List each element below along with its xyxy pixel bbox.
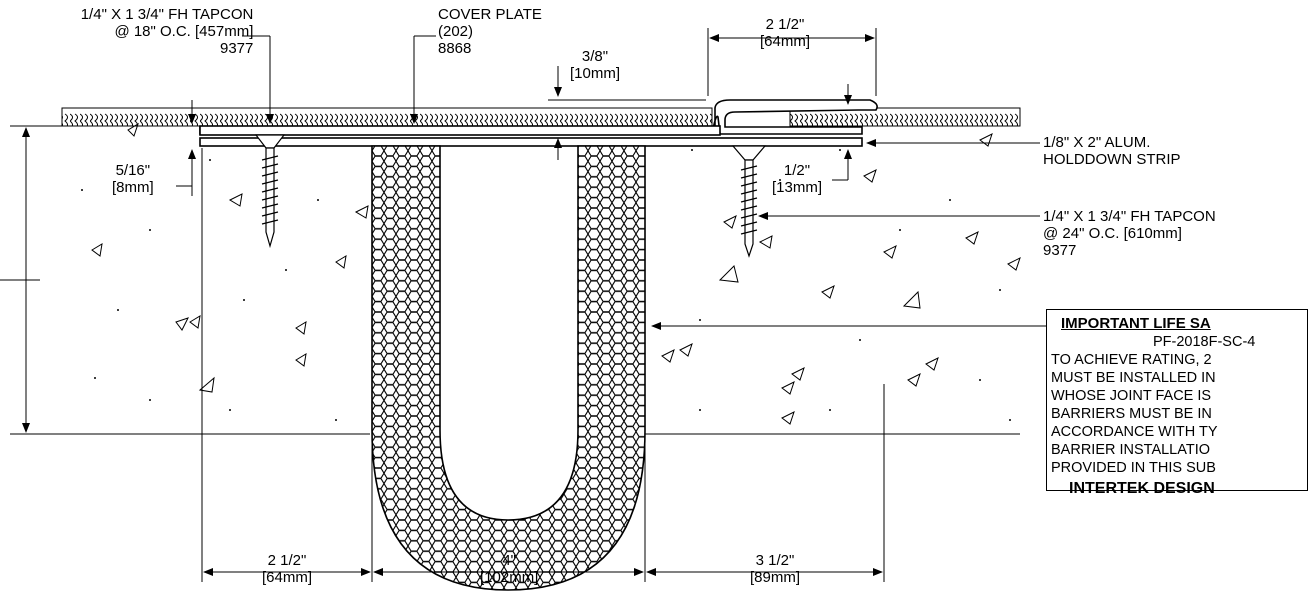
cover-plate-line-1: COVER PLATE [438,6,542,23]
cover-plate-bar [199,125,721,136]
dim-3-1-2-metric: [89mm] [750,569,801,586]
concrete-specks [81,149,1011,421]
note-line-2: TO ACHIEVE RATING, 2 [1051,352,1212,368]
tapcon-left-line-3: 9377 [220,40,254,57]
tapcon-screw-right [731,145,767,258]
dim-4-label: 4" [102mm] [480,552,538,586]
dim-2-1-2-top-imperial: 2 1/2" [765,16,805,33]
note-line-5: BARRIERS MUST BE IN [1051,406,1212,422]
note-line-6: ACCORDANCE WITH TY [1051,424,1218,440]
dim-3-1-2-label: 3 1/2" [89mm] [750,552,800,586]
dim-1-2-imperial: 1/2" [783,162,811,179]
note-footer: INTERTEK DESIGN [1069,480,1215,497]
tapcon-left-label: 1/4" X 1 3/4" FH TAPCON @ 18" O.C. [457m… [52,6,254,57]
dim-3-1-2-imperial: 3 1/2" [755,552,795,569]
dim-4-metric: [102mm] [480,569,539,586]
dim-3-8-label: 3/8" [10mm] [570,48,620,82]
holddown-line-2: HOLDDOWN STRIP [1043,151,1181,168]
note-line-8: PROVIDED IN THIS SUB [1051,460,1216,476]
dim-2-1-2-top-metric: [64mm] [760,33,811,50]
cover-plate-line-3: 8868 [438,40,472,57]
dim-2-1-2-bottom-imperial: 2 1/2" [267,552,307,569]
dim-1-2-metric: [13mm] [772,179,823,196]
dim-1-2-label: 1/2" [13mm] [772,162,822,196]
fire-barrier-u [371,145,646,591]
floor-finish-left [61,107,713,127]
dim-5-16-imperial: 5/16" [115,162,151,179]
tapcon-right-line-1: 1/4" X 1 3/4" FH TAPCON [1043,208,1216,225]
holddown-strip [199,137,863,147]
dim-5-16-label: 5/16" [8mm] [112,162,154,196]
floor-finish-right [789,107,1021,127]
tapcon-right-label: 1/4" X 1 3/4" FH TAPCON @ 24" O.C. [610m… [1043,208,1216,259]
tapcon-right-line-2: @ 24" O.C. [610mm] [1043,225,1182,242]
holddown-line-1: 1/8" X 2" ALUM. [1043,134,1151,151]
note-title: IMPORTANT LIFE SA [1061,315,1211,332]
concrete-slab-left [60,125,370,435]
dimension-lines [0,28,1046,582]
note-line-4: WHOSE JOINT FACE IS [1051,388,1212,404]
dim-5-16-metric: [8mm] [112,179,154,196]
dim-2-1-2-top-label: 2 1/2" [64mm] [760,16,810,50]
note-line-7: BARRIER INSTALLATIO [1051,442,1210,458]
tapcon-left-line-1: 1/4" X 1 3/4" FH TAPCON [80,6,254,23]
note-line-3: MUST BE INSTALLED IN [1051,370,1216,386]
note-line-1: PF-2018F-SC-4 [1153,334,1256,350]
dim-2-1-2-bottom-metric: [64mm] [262,569,313,586]
holddown-strip-label: 1/8" X 2" ALUM. HOLDDOWN STRIP [1043,134,1181,168]
dim-3-8-imperial: 3/8" [581,48,609,65]
cover-plate-line-2: (202) [438,23,474,40]
cover-plate-label: COVER PLATE (202) 8868 [438,6,542,57]
joint-section-drawing [0,28,1046,591]
tapcon-screw-left [254,134,286,249]
concrete-aggregate [91,122,1021,425]
tapcon-left-line-2: @ 18" O.C. [457mm] [114,23,254,40]
dim-4-imperial: 4" [502,552,517,569]
tapcon-right-line-3: 9377 [1043,242,1077,259]
dim-2-1-2-bottom-label: 2 1/2" [64mm] [262,552,312,586]
dim-3-8-metric: [10mm] [570,65,621,82]
life-safety-note: IMPORTANT LIFE SA PF-2018F-SC-4 TO ACHIE… [1046,309,1308,497]
